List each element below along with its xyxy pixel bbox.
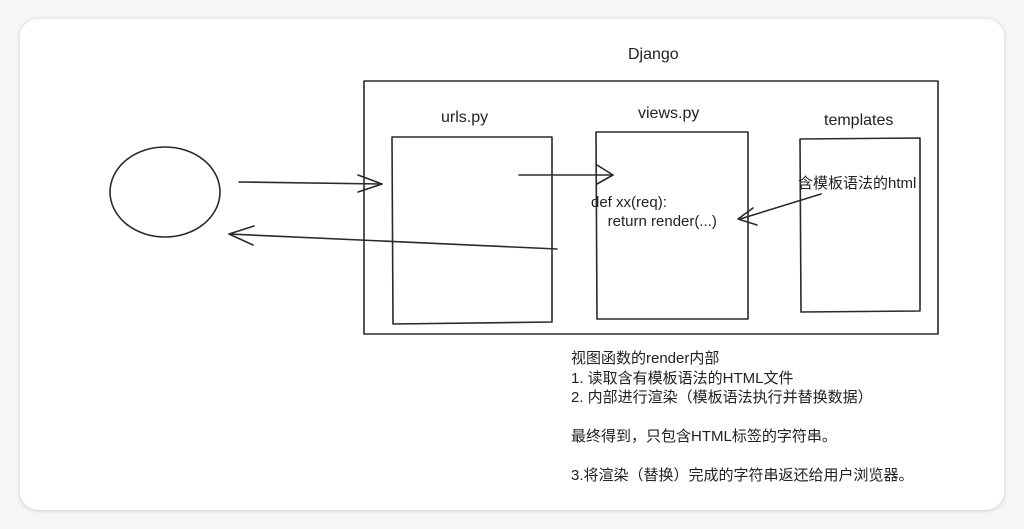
django-container-box [363, 80, 939, 335]
notes-spacer [571, 408, 914, 428]
arrow-urls-to-views [518, 164, 614, 185]
arrow-templates-to-views [737, 193, 822, 226]
django-label: Django [628, 46, 679, 63]
urls-label: urls.py [441, 109, 489, 126]
render-notes: 视图函数的render内部 1. 读取含有模板语法的HTML文件 2. 内部进行… [571, 349, 914, 486]
views-label: views.py [638, 105, 700, 122]
views-box [595, 131, 749, 320]
arrow-client-to-urls [238, 174, 383, 193]
notes-step-3: 3.将渲染（替换）完成的字符串返还给用户浏览器。 [571, 467, 914, 484]
notes-result: 最终得到，只包含HTML标签的字符串。 [571, 428, 837, 445]
arrow-response-to-client [228, 225, 558, 250]
notes-title: 视图函数的render内部 [571, 350, 720, 367]
notes-spacer [571, 447, 914, 467]
templates-annotation: 含模板语法的html [798, 175, 917, 192]
diagram-card [20, 19, 1004, 510]
notes-step-2: 2. 内部进行渲染（模板语法执行并替换数据） [571, 389, 873, 406]
client-circle [109, 146, 221, 238]
templates-box [799, 137, 921, 313]
templates-label: templates [824, 112, 894, 129]
notes-step-1: 1. 读取含有模板语法的HTML文件 [571, 369, 794, 387]
views-code-line1: def xx(req): [591, 194, 667, 211]
urls-box [391, 136, 553, 325]
views-code-line2: return render(...) [591, 213, 717, 230]
